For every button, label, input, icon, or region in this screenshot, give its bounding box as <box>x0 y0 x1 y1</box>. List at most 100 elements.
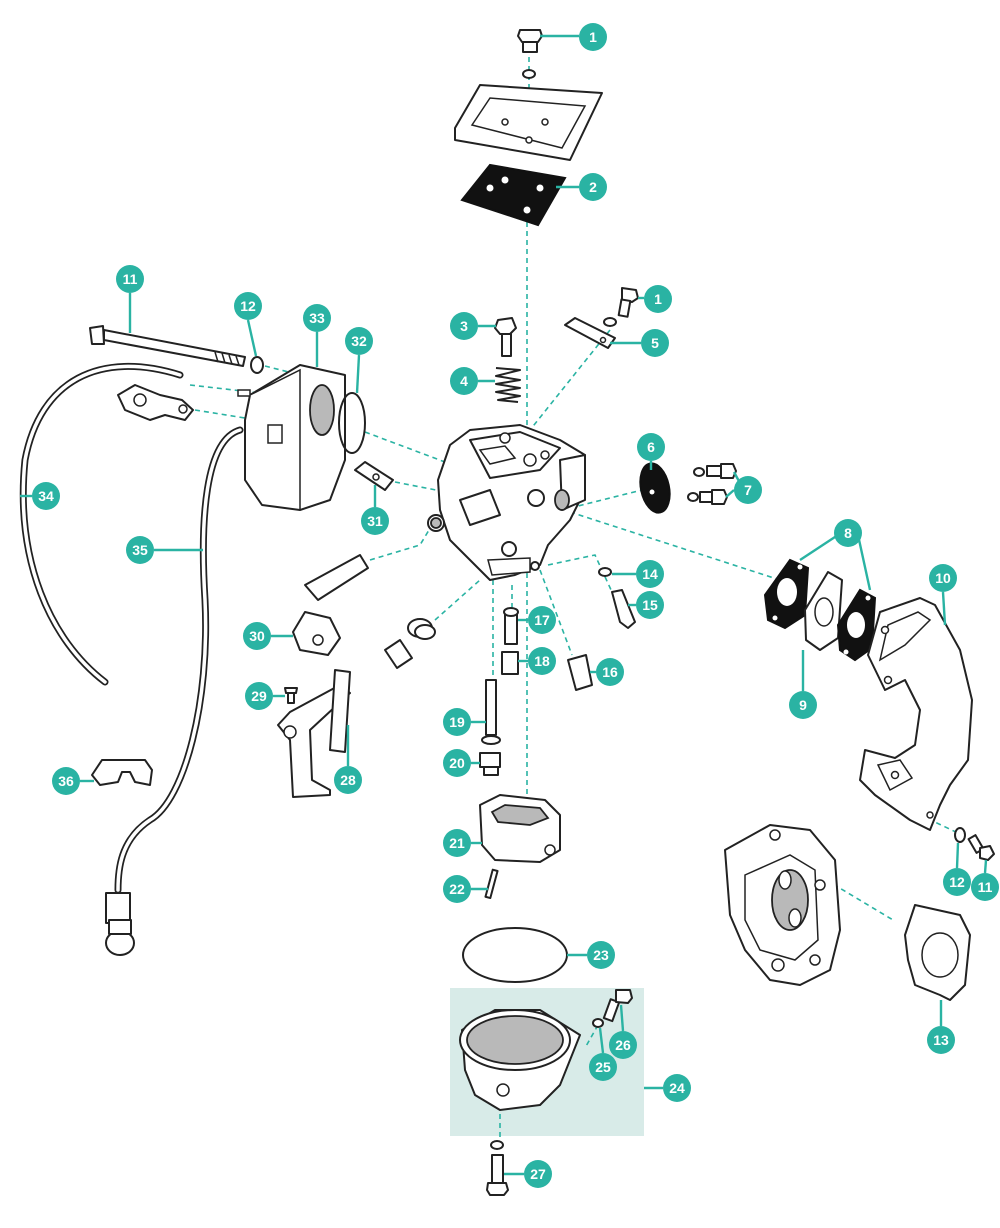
callout-number: 22 <box>449 881 465 897</box>
callout-c19: 19 <box>443 708 471 736</box>
callout-circle <box>609 1031 637 1059</box>
hose-bracket <box>117 384 194 421</box>
leader-line-c32 <box>355 354 361 394</box>
callout-c6: 6 <box>637 433 665 461</box>
callout-circle <box>443 708 471 736</box>
part-15-needle <box>611 589 636 629</box>
callout-c35: 35 <box>126 536 154 564</box>
callout-number: 21 <box>449 835 465 851</box>
leader-line-c12b <box>955 842 960 869</box>
callout-number: 15 <box>642 597 658 613</box>
callout-c5: 5 <box>641 329 669 357</box>
part-23-o-ring <box>462 927 568 983</box>
cover-plate <box>454 84 603 161</box>
part-10-intake-elbow <box>859 597 973 831</box>
part-1-right-screw <box>603 287 639 327</box>
callout-circle <box>524 1160 552 1188</box>
callout-number: 33 <box>309 310 325 326</box>
callout-circle <box>528 606 556 634</box>
part-21-float-clamp <box>479 794 561 863</box>
callout-number: 30 <box>249 628 265 644</box>
callout-c13: 13 <box>927 1026 955 1054</box>
callout-c22: 22 <box>443 875 471 903</box>
callout-c12b: 12 <box>943 868 971 896</box>
callout-number: 25 <box>595 1059 611 1075</box>
part-7-screws <box>687 463 737 505</box>
callout-markers: 1213546789101112333234353130141517181629… <box>32 23 999 1188</box>
return-spring <box>407 618 436 640</box>
callout-c8: 8 <box>834 519 862 547</box>
part-12-washer-right <box>954 827 966 843</box>
part-31-gasket <box>354 461 394 491</box>
callout-c14: 14 <box>636 560 664 588</box>
callout-number: 26 <box>615 1037 631 1053</box>
callout-number: 27 <box>530 1166 546 1182</box>
callout-number: 20 <box>449 755 465 771</box>
part-33-air-filter-housing <box>237 364 346 511</box>
callout-circle <box>443 875 471 903</box>
callout-circle <box>734 476 762 504</box>
callout-c17: 17 <box>528 606 556 634</box>
leader-line-c12a <box>246 319 258 357</box>
callout-number: 14 <box>642 566 658 582</box>
callout-number: 24 <box>669 1080 685 1096</box>
callout-number: 9 <box>799 697 807 713</box>
callout-circle <box>637 433 665 461</box>
callout-circle <box>641 329 669 357</box>
part-11-screw-right <box>967 834 995 861</box>
part-6-diaphragm-disc <box>639 462 671 514</box>
callout-c34: 34 <box>32 482 60 510</box>
part-9-spacer <box>804 571 843 651</box>
callout-number: 31 <box>367 513 383 529</box>
callout-c36: 36 <box>52 767 80 795</box>
callout-c9: 9 <box>789 691 817 719</box>
callout-c32: 32 <box>345 327 373 355</box>
callout-c11b: 11 <box>971 873 999 901</box>
callout-circle <box>443 749 471 777</box>
callout-c29: 29 <box>245 682 273 710</box>
callout-c2: 2 <box>579 173 607 201</box>
part-16-needle-valve <box>567 654 593 691</box>
callout-c1b: 1 <box>644 285 672 313</box>
callout-number: 36 <box>58 773 74 789</box>
part-8-gasket-left <box>763 558 810 630</box>
part-22-pin <box>484 868 499 900</box>
callout-number: 2 <box>589 179 597 195</box>
part-26-screw <box>602 989 633 1023</box>
callout-circle <box>361 507 389 535</box>
callout-number: 34 <box>38 488 54 504</box>
leader-line-c25 <box>598 1027 605 1054</box>
part-1-top-screw <box>517 29 543 79</box>
callout-number: 13 <box>933 1032 949 1048</box>
callout-c7: 7 <box>734 476 762 504</box>
callout-number: 18 <box>534 653 550 669</box>
callout-circle <box>636 560 664 588</box>
callout-c18: 18 <box>528 647 556 675</box>
callout-number: 1 <box>654 291 662 307</box>
callout-c30: 30 <box>243 622 271 650</box>
callout-number: 17 <box>534 612 550 628</box>
callout-number: 5 <box>651 335 659 351</box>
callout-number: 35 <box>132 542 148 558</box>
callout-number: 11 <box>123 271 138 287</box>
callout-number: 29 <box>251 688 267 704</box>
callout-number: 16 <box>602 664 618 680</box>
callout-circle <box>303 304 331 332</box>
callout-circle <box>927 1026 955 1054</box>
callout-c24: 24 <box>663 1074 691 1102</box>
bushing <box>384 639 413 669</box>
part-11-long-bolt <box>89 325 246 367</box>
part-19-pin <box>481 679 501 745</box>
part-30-throttle-shaft <box>292 554 369 656</box>
callout-circle <box>636 591 664 619</box>
callout-number: 4 <box>460 373 468 389</box>
callout-circle <box>52 767 80 795</box>
part-14-o-ring <box>598 567 612 577</box>
callout-number: 7 <box>744 482 752 498</box>
callout-circle <box>116 265 144 293</box>
callout-circle <box>929 564 957 592</box>
callout-circle <box>834 519 862 547</box>
callout-c27: 27 <box>524 1160 552 1188</box>
callout-circle <box>245 682 273 710</box>
